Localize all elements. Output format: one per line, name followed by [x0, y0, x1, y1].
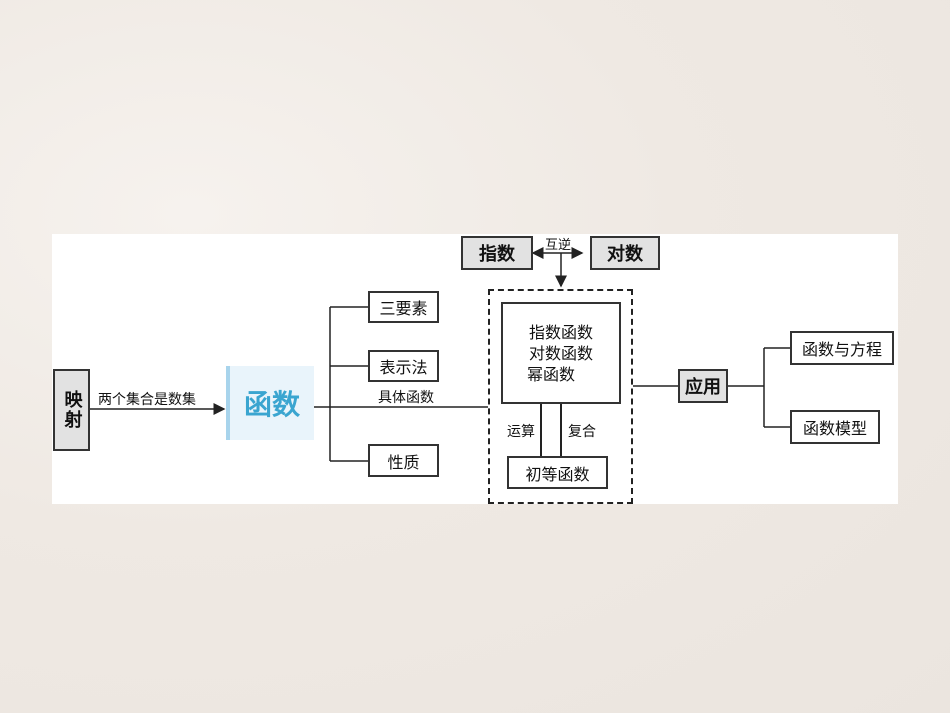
specific-functions-label: 具体函数 [378, 390, 434, 406]
diagram-panel [52, 234, 898, 504]
mapping-text: 映射 [61, 390, 83, 430]
three-elements-text: 三要素 [379, 299, 428, 318]
representation-text: 表示法 [379, 358, 428, 377]
three-elements-box: 三要素 [368, 291, 439, 323]
function-text: 函数 [243, 388, 300, 421]
elementary-group [488, 289, 633, 504]
properties-text: 性质 [387, 452, 420, 472]
application-text: 应用 [685, 377, 721, 398]
mapping-arrow-label: 两个集合是数集 [98, 392, 196, 408]
function-model-text: 函数模型 [802, 419, 867, 438]
operation-label: 运算 [507, 424, 535, 440]
function-equation-text: 函数与方程 [801, 340, 882, 359]
logarithmic-function-text: 对数函数 [528, 343, 593, 363]
properties-box: 性质 [368, 444, 439, 477]
function-box: 函数 [226, 366, 314, 440]
elementary-functions-box: 初等函数 [507, 456, 608, 489]
exponential-function-text: 指数函数 [528, 322, 593, 342]
exponent-text: 指数 [479, 244, 515, 265]
logarithm-text: 对数 [607, 244, 643, 265]
exponent-box: 指数 [461, 236, 533, 270]
representation-box: 表示法 [368, 350, 439, 382]
function-model-box: 函数模型 [790, 410, 880, 444]
composition-label: 复合 [568, 424, 596, 440]
application-box: 应用 [678, 369, 728, 403]
elementary-functions-text: 初等函数 [525, 464, 590, 484]
mapping-box: 映射 [53, 369, 90, 451]
inverse-label: 互逆 [545, 238, 572, 253]
elementary-list-box: 指数函数 对数函数 幂函数 [501, 302, 621, 404]
logarithm-box: 对数 [590, 236, 660, 270]
power-function-text: 幂函数 [527, 364, 576, 384]
function-equation-box: 函数与方程 [790, 331, 894, 365]
